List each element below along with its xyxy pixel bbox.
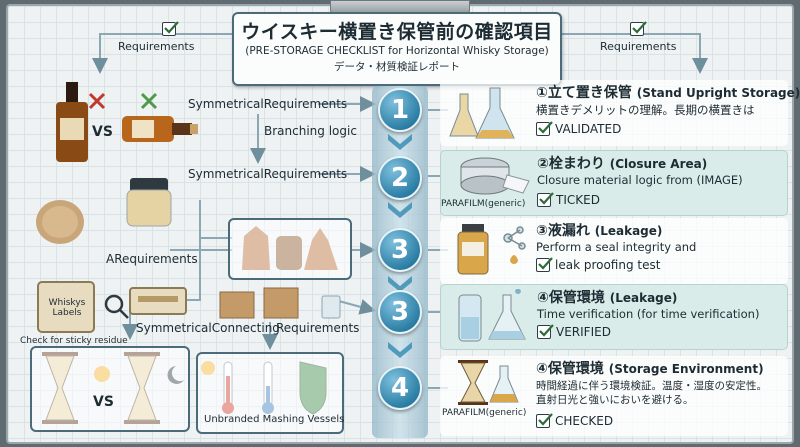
- step-1-status-text: VALIDATED: [555, 122, 622, 136]
- title-subtitle: データ・材質検証レポート: [334, 61, 460, 73]
- symmetrical-connecting-label: SymmetricalConnecting: [136, 321, 280, 335]
- top-right-requirement-label: Requirements: [600, 40, 677, 53]
- step-4-description-2: 直射日光と強いにおいを避ける。: [536, 394, 694, 406]
- step-3-description: Perform a seal integrity and: [536, 240, 697, 254]
- checkbox-icon: [537, 192, 554, 207]
- jar-icon: [126, 178, 172, 227]
- glass-vessel-icon: [458, 289, 526, 342]
- title-box: ウイスキー横置き保管前の確認項目 (PRE-STORAGE CHECKLIST …: [232, 12, 562, 86]
- cross-icon: [88, 92, 106, 110]
- environment-frame: [196, 352, 344, 434]
- checkbox-icon: [630, 21, 647, 36]
- symmetrical-requirements-label: SymmetricalRequirements: [188, 97, 348, 111]
- top-left-requirement-label: Requirements: [118, 40, 195, 53]
- hourglass-icon: [458, 360, 519, 405]
- step-3-panel: ③液漏れ (Leakage) Perform a seal integrity …: [440, 218, 788, 284]
- step-3b-marker: 3: [378, 290, 422, 334]
- step-4-panel: PARAFILM(generic) ④保管環境 (Storage Environ…: [440, 356, 788, 436]
- checkbox-icon: [537, 324, 554, 339]
- step-4-heading: ④保管環境 (Storage Environment): [536, 361, 764, 377]
- whisky-labels-card-text: Whiskys Labels: [48, 298, 86, 318]
- step-3b-description: Time verification (for time verification…: [537, 307, 760, 321]
- a-requirements-label: ARequirements: [106, 252, 198, 266]
- step-4-status: CHECKED: [536, 413, 614, 428]
- box-icon: [219, 287, 341, 319]
- step-3-status-text: leak proofing test: [555, 258, 661, 272]
- branching-logic-label: Branching logic: [264, 124, 357, 138]
- step-1-marker: 1: [378, 88, 422, 132]
- parafilm-label: PARAFILM(generic): [442, 408, 527, 418]
- hourglass-frame: [30, 346, 190, 432]
- step-2-description: Closure material logic from (IMAGE): [537, 173, 743, 187]
- step-2-status: TICKED: [537, 192, 600, 207]
- step-2-marker: 2: [378, 156, 422, 200]
- vessels-label: Unbranded Mashing Vessels: [204, 414, 345, 425]
- sample-bottle-icon: [457, 224, 526, 275]
- checkbox-icon: [536, 413, 553, 428]
- label-card-icon: [129, 287, 187, 315]
- checkbox-icon: [162, 21, 179, 36]
- top-right-requirement: Requirements: [600, 21, 677, 53]
- upright-bottle-icon: [56, 82, 88, 162]
- title-english: (PRE-STORAGE CHECKLIST for Horizontal Wh…: [245, 45, 549, 57]
- step-3-heading: ③液漏れ (Leakage): [536, 223, 663, 239]
- sticky-residue-label: Check for sticky residue: [20, 336, 128, 346]
- step-3b-status-text: VERIFIED: [556, 325, 611, 339]
- vs-label: VS: [93, 394, 114, 410]
- label-card-icon: [37, 281, 95, 333]
- checkbox-icon: [536, 121, 553, 136]
- step-3-status: leak proofing test: [536, 257, 661, 272]
- step-3-marker: 3: [378, 228, 422, 272]
- flask-icon: [449, 87, 515, 139]
- parafilm-label: PARAFILM(generic): [441, 199, 526, 209]
- parafilm-roll-icon: [460, 157, 530, 195]
- horizontal-bottle-icon: [122, 116, 198, 142]
- title-japanese: ウイスキー横置き保管前の確認項目: [241, 21, 553, 43]
- step-4-description: 時間経過に伴う環境検証。温度・湿度の安定性。: [536, 380, 767, 392]
- step-4-marker: 4: [378, 366, 422, 410]
- step-1-description: 横置きデメリットの理解。長期の横置きは: [536, 103, 755, 117]
- step-3b-panel: ④保管環境 (Leakage) Time verification (for t…: [440, 284, 788, 350]
- step-2-panel: PARAFILM(generic) ②栓まわり (Closure Area) C…: [440, 150, 788, 216]
- step-4-status-text: CHECKED: [555, 414, 614, 428]
- magnifier-icon: [104, 294, 129, 319]
- checkbox-icon: [536, 257, 553, 272]
- cross-icon: [140, 92, 158, 110]
- step-2-heading: ②栓まわり (Closure Area): [537, 156, 708, 172]
- vs-label: VS: [92, 124, 113, 140]
- top-left-requirement: Requirements: [118, 21, 195, 53]
- step-2-status-text: TICKED: [556, 193, 600, 207]
- symmetrical-requirements-label: SymmetricalRequirements: [188, 167, 348, 181]
- step-3b-heading: ④保管環境 (Leakage): [537, 290, 678, 306]
- cork-icon: [36, 200, 84, 244]
- step-1-status: VALIDATED: [536, 121, 622, 136]
- step-1-panel: ①立て置き保管 (Stand Upright Storage) 横置きデメリット…: [440, 80, 800, 146]
- step-1-heading: ①立て置き保管 (Stand Upright Storage): [536, 85, 800, 101]
- requirements-label: Requirements: [276, 321, 360, 335]
- vessels-frame: [228, 218, 352, 280]
- step-3b-status: VERIFIED: [537, 324, 611, 339]
